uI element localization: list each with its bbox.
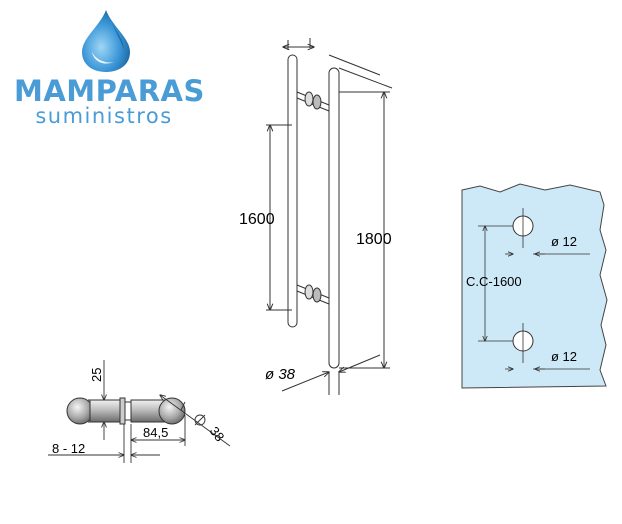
bar-diameter-label: ø 38: [265, 366, 296, 383]
top-standoff: [296, 91, 330, 112]
top-hole-diameter-label: ø 12: [551, 234, 577, 249]
bottom-standoff: [296, 284, 330, 305]
brand-logo: MAMPARAS suministros: [14, 8, 204, 128]
projection-label: 84,5: [143, 425, 168, 440]
inner-bar: [287, 54, 298, 328]
outer-bar: [328, 67, 340, 369]
left-knob: [66, 397, 94, 425]
knob-diameter-label: 38: [207, 424, 228, 445]
center-distance-label: C.C-1600: [466, 274, 522, 289]
water-drop-icon: [82, 10, 130, 72]
right-knob: [158, 397, 186, 425]
handle-cross-section: [48, 360, 231, 463]
standoff-height-label: 25: [89, 368, 104, 382]
glass-sheet: [461, 183, 608, 389]
brand-tagline: suministros: [35, 104, 173, 128]
brand-name: MAMPARAS: [14, 74, 205, 108]
handle-side-view: [266, 38, 393, 395]
outer-length-label: 1800: [356, 231, 392, 248]
left-standoff: [89, 399, 121, 423]
inner-length-label: 1600: [239, 211, 275, 228]
glass-panel: [461, 183, 608, 389]
bottom-hole-diameter-label: ø 12: [551, 349, 577, 364]
glass-thickness-label: 8 - 12: [52, 441, 85, 456]
